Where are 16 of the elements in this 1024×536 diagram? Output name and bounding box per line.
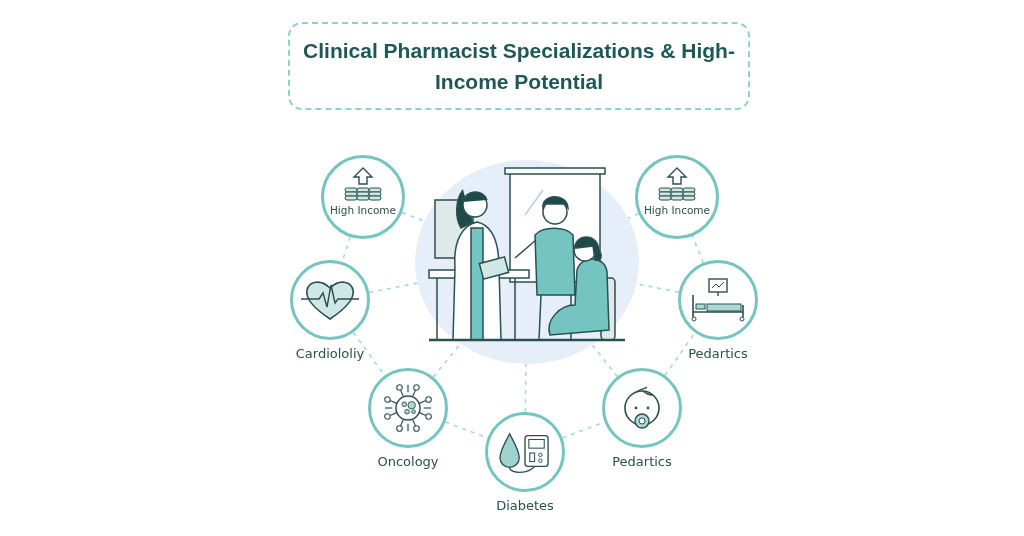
specialty-label: Pedartics xyxy=(611,454,673,469)
dashed-connector xyxy=(591,344,619,378)
title: Clinical Pharmacist Specializations & High-Income Potential xyxy=(302,38,736,95)
dashed-connector xyxy=(627,212,640,219)
dashed-connector xyxy=(432,343,462,378)
dashed-connector xyxy=(368,282,419,294)
specialty-label: Oncology xyxy=(376,454,440,469)
dashed-connector xyxy=(524,363,527,413)
clinic-scene-drawing xyxy=(415,160,639,364)
dashed-connector xyxy=(691,235,704,264)
specialty-label: Cardiololiy xyxy=(294,346,366,361)
specialty-label: Diabetes xyxy=(495,498,555,513)
specialty-label: High Income xyxy=(642,204,712,216)
dashed-connector xyxy=(401,211,426,223)
specialty-label: Pedartics xyxy=(687,346,749,361)
specialty-label: High Income xyxy=(328,204,398,216)
